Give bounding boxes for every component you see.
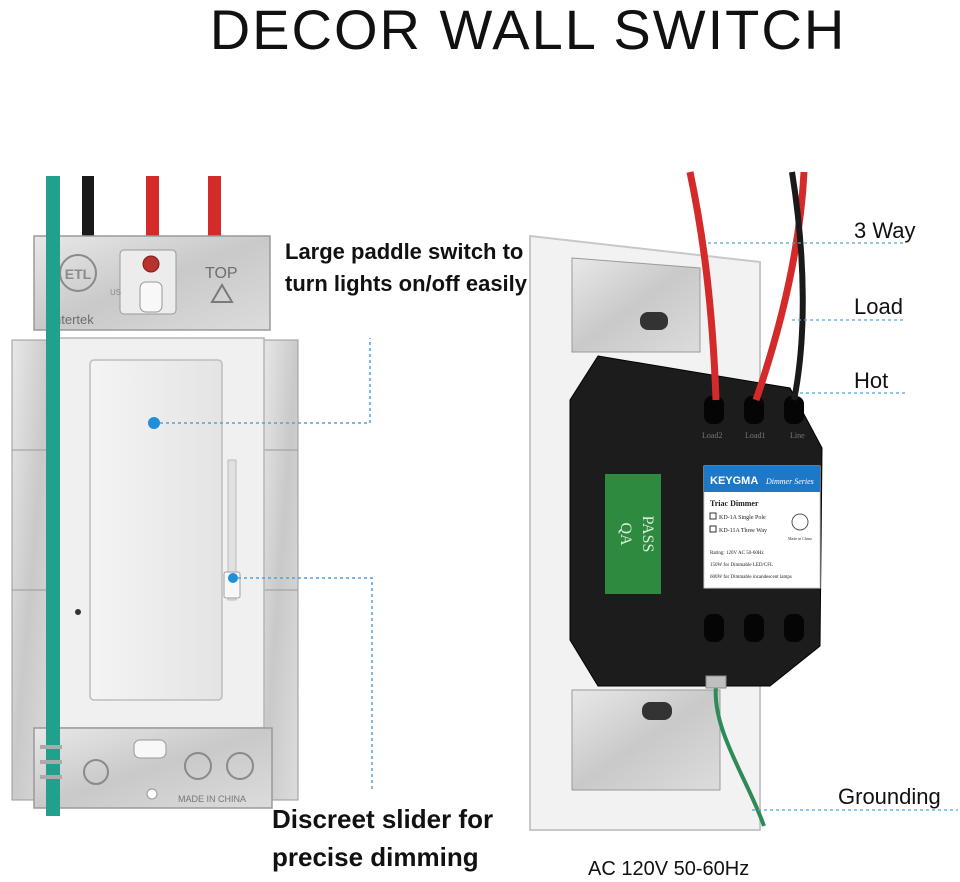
switch-front: ETL US ntertek TOP MADE IN CHINA [11, 176, 373, 816]
option-text-2: KD-11A Three Way [719, 528, 767, 534]
indicator-led [75, 609, 81, 615]
ground-screw-icon [83, 759, 109, 785]
left-ear [11, 339, 53, 801]
qa-text: QA [617, 522, 634, 546]
voltage-spec: AC 120V 50-60Hz [588, 858, 750, 880]
back-top-strap [571, 257, 701, 353]
slider-track [227, 459, 237, 601]
label-hot: Hot [854, 368, 889, 393]
label-load: Load [854, 294, 903, 319]
slider-callout-dot [228, 573, 238, 583]
maker-text: ntertek [54, 312, 94, 327]
switch-back: Load2 Load1 Line QA PASS KEYGMA Dimmer S… [529, 171, 958, 831]
wire-ground-front [46, 176, 60, 816]
rating-text-3: 600W for Dimmable incandescent lamps [710, 575, 792, 580]
paddle-callout-line [160, 338, 371, 424]
wire-ground-back [713, 685, 766, 827]
paddle-callout-dot [148, 417, 160, 429]
wire-black-front [82, 176, 94, 246]
wire-red-front-2 [208, 176, 221, 236]
cul-badge-icon [184, 752, 212, 780]
origin-text-front: MADE IN CHINA [178, 794, 246, 804]
paddle-switch[interactable] [89, 359, 223, 701]
terminal-label-2: Load1 [745, 431, 765, 440]
label-3way: 3 Way [854, 218, 916, 243]
top-arrow-icon [210, 283, 234, 303]
terminal-label-1: Load2 [702, 431, 722, 440]
etl-text: ETL [65, 266, 92, 282]
series-text: Dimmer Series [765, 477, 814, 486]
back-bottom-strap [571, 689, 721, 791]
origin-text-back: Made in China [788, 536, 812, 541]
wire-hot [789, 171, 806, 401]
option-text-1: KD-1A Single Pole [719, 515, 766, 521]
paddle-callout-text: Large paddle switch to turn lights on/of… [285, 239, 528, 296]
label-grounding: Grounding [838, 784, 941, 809]
slider-callout-text: Discreet slider for precise dimming [272, 804, 494, 872]
terminal-label-3: Line [790, 431, 805, 440]
top-mark-text: TOP [205, 265, 238, 282]
nom-badge-icon [226, 752, 254, 780]
qa-pass-sticker [605, 474, 661, 594]
pass-text: PASS [639, 516, 656, 553]
ul-badge-icon [791, 513, 809, 531]
etl-sub-text: US [110, 288, 121, 297]
rating-text-1: Rating: 120V AC 50-60Hz [710, 551, 764, 556]
slider-callout-line [238, 577, 373, 792]
wire-3way [686, 171, 720, 401]
strap-screw-hole [142, 255, 160, 273]
page-title: DECOR WALL SWITCH [209, 0, 847, 61]
rating-text-2: 150W for Dimmable LED/CFL [710, 563, 773, 568]
wire-load [752, 171, 808, 402]
brand-band [704, 466, 820, 492]
product-type-text: Triac Dimmer [710, 499, 759, 508]
brand-text: KEYGMA [710, 475, 758, 487]
